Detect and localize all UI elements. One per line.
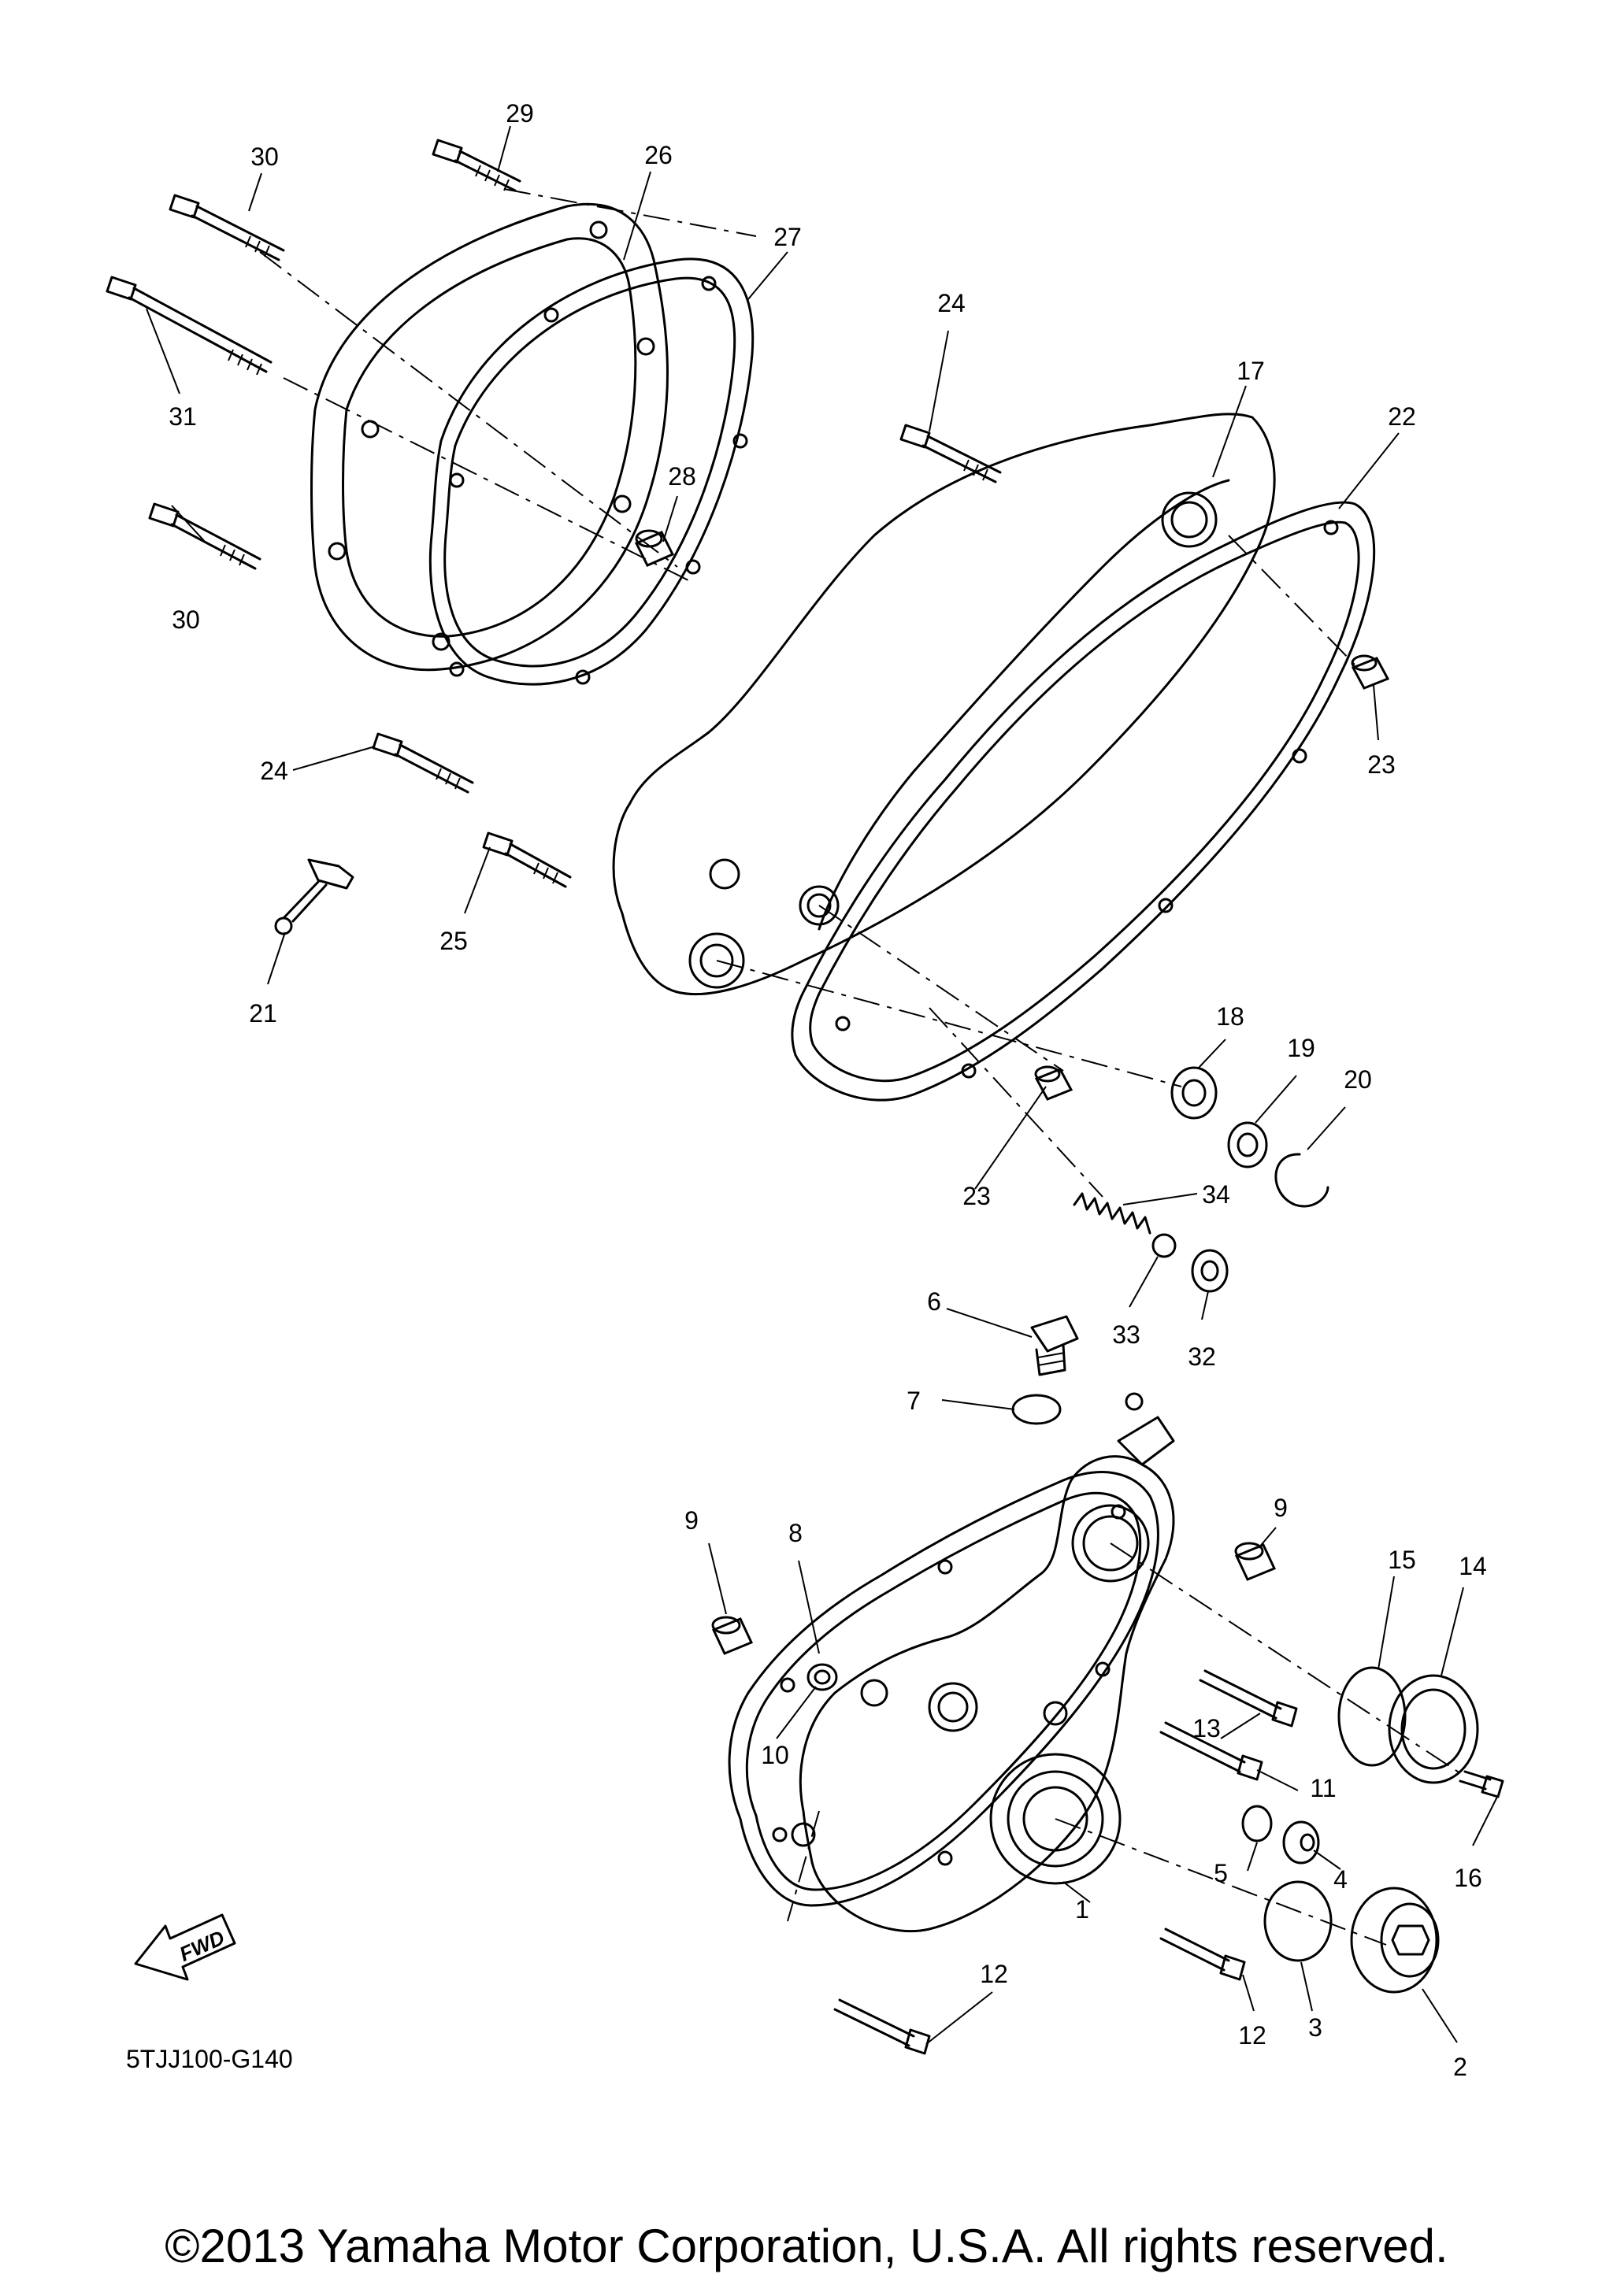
bolt-29	[432, 139, 521, 192]
callout-3: 3	[1308, 2013, 1322, 2042]
callout-7: 7	[907, 1387, 921, 1415]
bolt-12-left	[833, 1998, 931, 2055]
dowel-pin-23-upper	[1351, 654, 1390, 690]
plug-4	[1282, 1820, 1320, 1865]
bolt-24-upper	[899, 424, 1002, 483]
crankcase-cover-1	[791, 1392, 1175, 1933]
gasket-8	[728, 1471, 1159, 1907]
callout-13: 13	[1192, 1714, 1221, 1742]
copyright-notice: ©2013 Yamaha Motor Corporation, U.S.A. A…	[165, 2220, 1448, 2272]
bolt-24-lower	[372, 732, 474, 794]
bolt-13	[1199, 1669, 1298, 1728]
callout-24-upper: 24	[937, 289, 966, 317]
callout-27: 27	[773, 223, 802, 251]
callout-labels: 29 30 26 27 24 31 30 28 17 22 23 24 25 2…	[169, 99, 1487, 2081]
callout-16: 16	[1454, 1864, 1482, 1892]
callout-10: 10	[761, 1741, 789, 1769]
bolt-30-lower	[148, 502, 261, 570]
clutch-cover-26	[310, 202, 669, 672]
fwd-arrow-icon: FWD	[134, 1913, 236, 1981]
fitting-21	[274, 858, 354, 935]
callout-31: 31	[169, 402, 197, 431]
callout-32: 32	[1188, 1342, 1216, 1371]
callout-6: 6	[927, 1287, 941, 1316]
callout-14: 14	[1459, 1552, 1487, 1580]
callout-15: 15	[1388, 1546, 1416, 1574]
callout-8: 8	[788, 1519, 803, 1547]
collar-32	[1191, 1249, 1229, 1293]
cover-14	[1388, 1674, 1479, 1784]
oil-seal-18	[1170, 1066, 1218, 1120]
leader-lines	[146, 125, 1499, 2045]
washer-10	[806, 1663, 838, 1691]
callout-5: 5	[1214, 1859, 1228, 1887]
gasket-27	[428, 257, 755, 686]
bolt-31	[106, 276, 273, 376]
circlip-20	[1274, 1153, 1329, 1208]
callout-20: 20	[1344, 1065, 1372, 1094]
callout-30-lower: 30	[172, 605, 200, 634]
o-ring-3	[1263, 1880, 1333, 1962]
callout-22: 22	[1388, 402, 1416, 431]
callout-23-upper: 23	[1367, 750, 1396, 779]
bolt-16	[1459, 1770, 1504, 1798]
callout-26: 26	[644, 141, 673, 169]
alignment-lines	[259, 188, 1466, 1946]
callout-4: 4	[1333, 1865, 1348, 1894]
o-ring-5	[1241, 1805, 1273, 1842]
callout-24-lower: 24	[260, 757, 288, 785]
callout-25: 25	[439, 927, 468, 955]
callout-1: 1	[1075, 1895, 1089, 1924]
callout-12-left: 12	[980, 1960, 1008, 1988]
gasket-22	[791, 501, 1376, 1102]
washer-19	[1227, 1121, 1268, 1168]
ball-33	[1151, 1233, 1177, 1258]
callout-34: 34	[1202, 1180, 1230, 1209]
bolt-25	[482, 831, 572, 888]
dowel-pin-9-left	[711, 1616, 754, 1655]
crankcase-cover-17	[612, 413, 1276, 996]
callout-21: 21	[249, 999, 277, 1028]
dowel-pin-23-lower	[1034, 1065, 1073, 1101]
spring-34	[1073, 1192, 1151, 1235]
callout-9-left: 9	[684, 1506, 699, 1535]
oil-filler-plug-6	[1030, 1315, 1079, 1376]
dowel-pin-9-right	[1234, 1542, 1277, 1581]
callout-9-right: 9	[1274, 1494, 1288, 1522]
diagram-code: 5TJJ100-G140	[126, 2045, 293, 2073]
callout-30-upper: 30	[250, 143, 279, 171]
o-ring-7	[1011, 1394, 1062, 1425]
callout-28: 28	[668, 462, 696, 491]
plug-2	[1350, 1887, 1440, 1994]
gasket-15	[1337, 1666, 1407, 1767]
bolt-30-upper	[169, 194, 285, 261]
callout-23-lower: 23	[962, 1182, 991, 1210]
callout-19: 19	[1287, 1034, 1315, 1062]
callout-2: 2	[1453, 2053, 1467, 2081]
callout-17: 17	[1237, 357, 1265, 385]
bolt-11	[1159, 1721, 1263, 1781]
callout-29: 29	[506, 99, 534, 128]
callout-33: 33	[1112, 1320, 1140, 1349]
bolt-12-right	[1159, 1928, 1246, 1981]
callout-18: 18	[1216, 1002, 1244, 1031]
callout-11: 11	[1310, 1774, 1336, 1802]
callout-12-right: 12	[1238, 2021, 1266, 2050]
